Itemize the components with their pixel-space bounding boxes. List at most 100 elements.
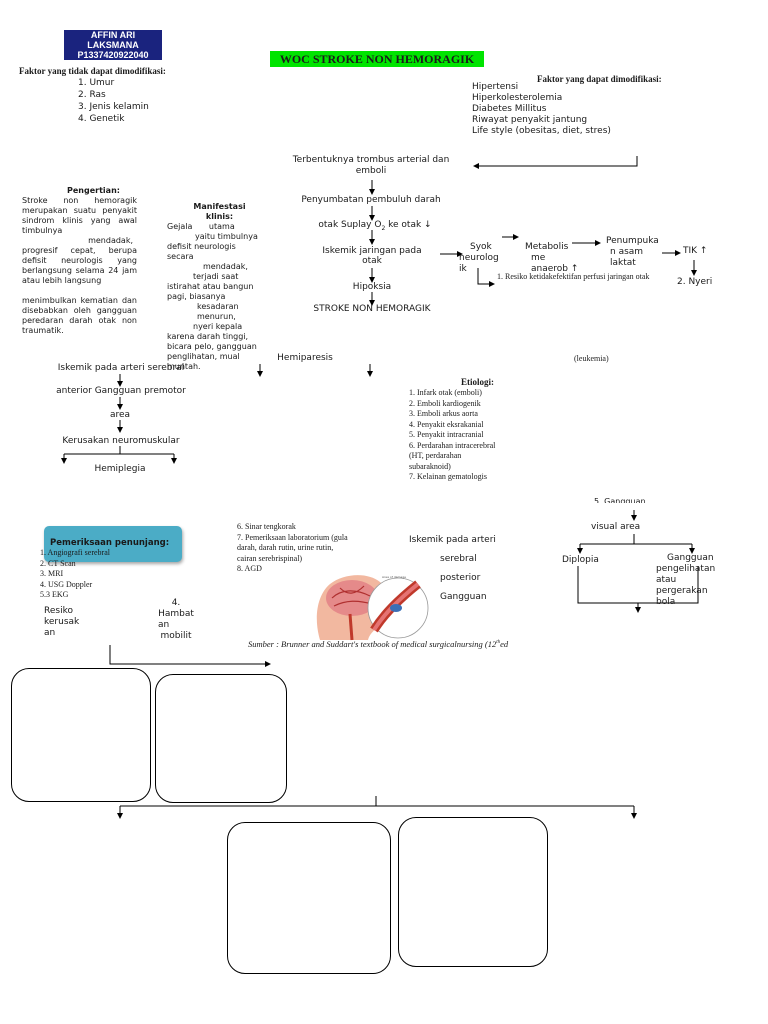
list-item: 8. AGD bbox=[237, 564, 262, 573]
visual-gangguan-line: pergerakan bbox=[656, 586, 708, 596]
list-item: Diabetes Millitus bbox=[472, 104, 547, 114]
list-item: Life style (obesitas, diet, stres) bbox=[472, 126, 611, 136]
penunjang-heading: Pemeriksaan penunjang: bbox=[50, 538, 170, 548]
flow-stroke: STROKE NON HEMORAGIK bbox=[313, 304, 431, 314]
brain-illustration: Area of damage bbox=[310, 570, 440, 642]
flow-tik: TIK ↑ bbox=[683, 246, 708, 256]
author-name: AFFIN ARI LAKSMANA bbox=[87, 30, 139, 50]
list-item: 4. Genetik bbox=[78, 114, 125, 124]
manifestasi-text: defisit neurologis secara bbox=[167, 242, 236, 261]
flow-syok-line: ik bbox=[459, 264, 467, 274]
svg-text:Area of damage: Area of damage bbox=[382, 575, 406, 579]
manifestasi-text: yaitu timbulnya bbox=[195, 232, 258, 241]
flow-penumpukan: Penumpuka n asam laktat bbox=[606, 236, 659, 269]
flow-suplay-text: otak Suplay O bbox=[318, 220, 382, 230]
source-citation: Sumber : Brunner and Suddart's textbook … bbox=[248, 639, 508, 649]
flow-metabolisme-line: me bbox=[531, 253, 546, 263]
list-item: 1. Angiografi serebral bbox=[40, 548, 110, 557]
source-text: Sumber : Brunner and Suddart's textbook … bbox=[248, 639, 497, 649]
list-item: 2. Emboli kardiogenik bbox=[409, 398, 481, 408]
empty-box-2 bbox=[155, 674, 287, 803]
posterior-line: serebral bbox=[440, 554, 477, 564]
empty-box-4 bbox=[398, 817, 548, 967]
penunjang-list: 1. Angiografi serebral 2. CT Scan 3. MRI… bbox=[40, 548, 110, 601]
pengertian-text: Stroke non hemoragik merupakan suatu pen… bbox=[22, 196, 137, 235]
flow-penumpukan-line: n asam bbox=[610, 247, 644, 257]
manifestasi-text: kesadaran menurun, bbox=[197, 302, 239, 321]
flow-penumpukan-line: Penumpuka bbox=[606, 236, 659, 246]
posterior-block: Iskemik pada arteri serebral posterior G… bbox=[409, 531, 496, 607]
list-item: cairan serebrispinal) bbox=[237, 553, 303, 563]
list-item: 1. Umur bbox=[78, 78, 115, 88]
list-item: 5.3 EKG bbox=[40, 590, 69, 599]
posterior-line: Iskemik pada arteri bbox=[409, 535, 496, 545]
visual-gangguan-line: bola bbox=[656, 597, 676, 607]
visual-top: 5. Gangguan bbox=[594, 497, 646, 503]
manifestasi-text: Gejala utama bbox=[167, 222, 235, 231]
non-modifiable-heading: Faktor yang tidak dapat dimodifikasi: bbox=[19, 66, 166, 76]
diagnosis-hambatan: 4. Hambat an mobilit bbox=[154, 598, 198, 642]
flow-resiko-perfusi: 1. Resiko ketidakefektifan perfusi jarin… bbox=[497, 272, 650, 281]
visual-gangguan-line: Gangguan bbox=[667, 553, 714, 563]
list-item: 7. Kelainan gematologis bbox=[409, 472, 487, 481]
flow-metabolisme: Metabolis me anaerob ↑ bbox=[525, 242, 578, 275]
list-item: 3. MRI bbox=[40, 569, 64, 578]
left-hemiplegia: Hemiplegia bbox=[94, 464, 146, 474]
flow-suplay-text: ke otak ↓ bbox=[385, 220, 432, 230]
flow-iskemik: Iskemik jaringan pada otak bbox=[316, 246, 428, 266]
modifiable-list: Hipertensi Hiperkolesterolemia Diabetes … bbox=[472, 82, 611, 137]
flow-penumpukan-line: laktat bbox=[610, 258, 636, 268]
empty-box-1 bbox=[11, 668, 151, 802]
visual-diplopia: Diplopia bbox=[562, 555, 599, 565]
empty-box-3 bbox=[227, 822, 391, 974]
list-item: 3. Jenis kelamin bbox=[78, 102, 149, 112]
flow-iskemik-line: otak bbox=[362, 256, 382, 266]
list-item: 5. Penyakit intracranial bbox=[409, 430, 484, 439]
list-item: Hiperkolesterolemia bbox=[472, 93, 563, 103]
pengertian-text: menimbulkan kematian dan disebabkan oleh… bbox=[22, 296, 137, 335]
flow-suplay-sub: 2 bbox=[381, 224, 386, 232]
diagnosis-hambatan-line: Hambat bbox=[158, 609, 194, 619]
diagnosis-hambatan-line: 4. bbox=[171, 598, 181, 608]
author-label: AFFIN ARI LAKSMANA P1337420922040 bbox=[64, 30, 162, 60]
flow-iskemik-line: Iskemik jaringan pada bbox=[322, 246, 422, 256]
manifestasi-text: mendadak, bbox=[203, 262, 248, 271]
flow-trombus-line: emboli bbox=[355, 166, 387, 176]
list-item: 7. Pemeriksaan laboratorium (gula bbox=[237, 532, 348, 542]
pengertian-heading: Pengertian: bbox=[67, 186, 120, 195]
flow-metabolisme-line: anaerob ↑ bbox=[531, 264, 579, 274]
visual-gangguan-line: atau bbox=[656, 575, 677, 585]
flow-syok: Syok neurolog ik bbox=[459, 242, 499, 275]
modifiable-connector bbox=[473, 156, 638, 169]
manifestasi-block: Manifestasi klinis: Gejala utama yaitu t… bbox=[167, 202, 260, 372]
visual-gangguan: Gangguan pengelihatan atau pergerakan bo… bbox=[656, 553, 715, 608]
diagnosis-resiko-line: Resiko bbox=[44, 606, 73, 616]
flow-hipoksia: Hipoksia bbox=[352, 282, 392, 292]
left-kerusakan: Kerusakan neuromuskular bbox=[62, 436, 180, 446]
diagram-title: WOC STROKE NON HEMORAGIK bbox=[270, 51, 484, 67]
flow-syok-line: Syok bbox=[470, 242, 492, 252]
visual-area: visual area bbox=[591, 522, 641, 532]
flow-syok-line: neurolog bbox=[459, 253, 499, 263]
manifestasi-text: istirahat atau bangun pagi, biasanya bbox=[167, 282, 254, 301]
posterior-line: posterior bbox=[440, 573, 481, 583]
flow-penyumbatan: Penyumbatan pembuluh darah bbox=[301, 195, 441, 205]
author-id: P1337420922040 bbox=[77, 50, 149, 60]
left-area: area bbox=[109, 410, 131, 420]
visual-gangguan-line: pengelihatan bbox=[656, 564, 716, 574]
list-item: 2. Ras bbox=[78, 90, 106, 100]
manifestasi-text: karena darah tinggi, bicara pelo, ganggu… bbox=[167, 332, 257, 371]
list-item: darah, darah rutin, urine rutin, bbox=[237, 543, 334, 552]
diagnosis-resiko: Resiko kerusak an bbox=[44, 606, 79, 639]
flow-nyeri: 2. Nyeri bbox=[677, 277, 713, 287]
list-item: 1. Infark otak (emboli) bbox=[409, 388, 482, 397]
manifestasi-heading: Manifestasi klinis: bbox=[193, 202, 246, 221]
continued-list: 6. Sinar tengkorak 7. Pemeriksaan labora… bbox=[237, 522, 348, 575]
diagnosis-resiko-line: an bbox=[44, 628, 56, 638]
flow-suplay: otak Suplay O2 ke otak ↓ bbox=[310, 220, 440, 232]
diagnosis-resiko-line: kerusak bbox=[44, 617, 80, 627]
source-suffix: ed bbox=[500, 639, 509, 649]
flow-trombus-line: Terbentuknya trombus arterial dan bbox=[292, 155, 450, 165]
manifestasi-text: nyeri kepala bbox=[193, 322, 243, 331]
